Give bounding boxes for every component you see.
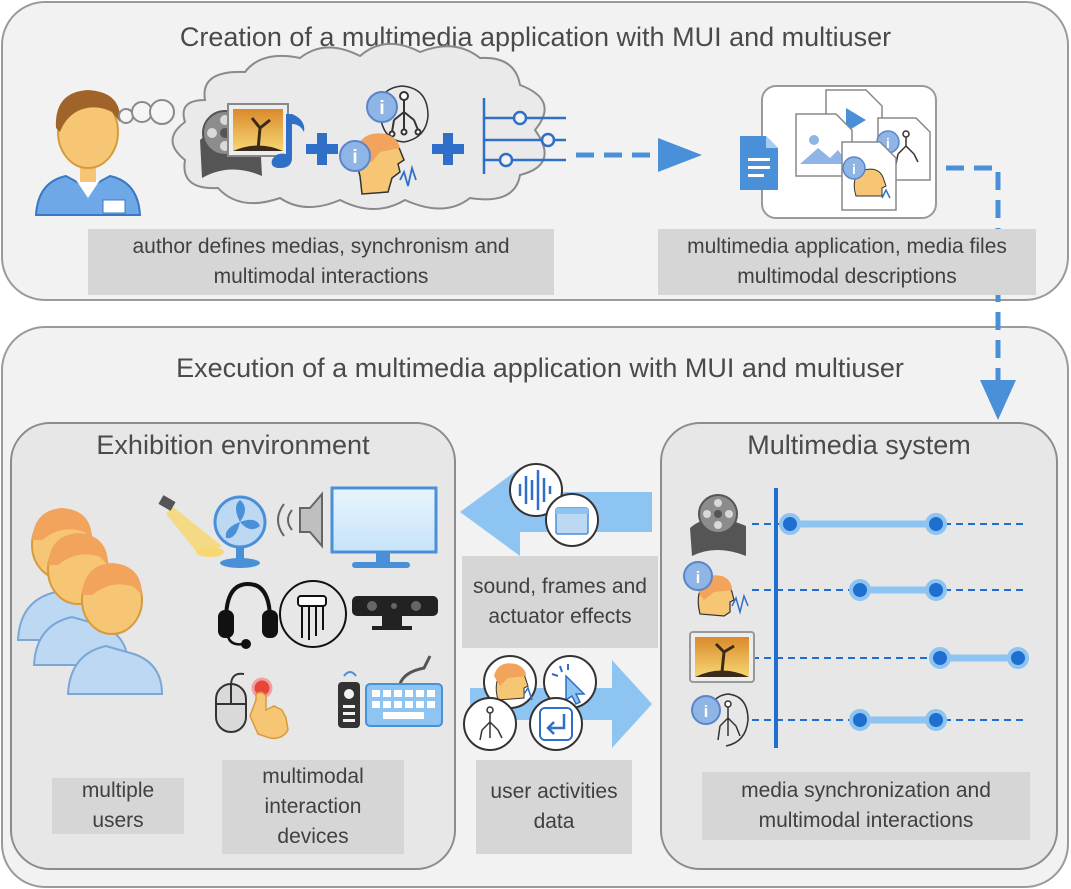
fan-icon — [213, 495, 267, 568]
image-icon — [227, 103, 289, 157]
execution-title: Execution of a multimedia application wi… — [176, 353, 904, 383]
creation-title: Creation of a multimedia application wit… — [179, 22, 892, 52]
thought-cloud — [171, 42, 546, 210]
plus-icon — [432, 133, 464, 165]
music-note-icon — [271, 114, 305, 168]
svg-text:i: i — [704, 702, 709, 721]
timeline-icon — [482, 98, 566, 174]
head-profile-icon: i — [683, 561, 749, 617]
info-badge-icon: i — [339, 140, 371, 172]
exhibition-title: Exhibition environment — [96, 430, 370, 460]
sync-track-video — [752, 513, 1024, 535]
author-caption: author defines medias, synchronism and m… — [88, 229, 554, 295]
sync-track-interaction — [752, 709, 1024, 731]
devices-caption: multimodal interaction devices — [222, 760, 404, 854]
deploy-arrow-head — [980, 380, 1016, 420]
svg-text:i: i — [852, 161, 856, 177]
multimodal-tree-icon — [379, 85, 429, 143]
frames-icon — [545, 493, 599, 547]
monitor-icon — [330, 486, 438, 568]
output-caption: sound, frames and actuator effects — [462, 556, 658, 648]
kinect-sensor-icon — [352, 596, 438, 630]
image-file-icon — [795, 113, 853, 177]
info-badge-icon: i — [366, 91, 398, 123]
svg-text:i: i — [886, 135, 890, 151]
thought-bubbles — [118, 99, 175, 125]
deploy-arrow — [946, 165, 1001, 382]
touch-hand-icon — [249, 677, 289, 740]
svg-text:i: i — [352, 147, 357, 168]
keyboard-icon — [365, 655, 443, 727]
remote-control-icon — [338, 671, 360, 728]
document-icon — [740, 136, 778, 190]
svg-text:i: i — [696, 568, 701, 587]
image-icon — [689, 631, 755, 683]
system-caption: media synchronization and multimodal int… — [702, 772, 1030, 840]
input-caption: user activities data — [476, 760, 632, 854]
creation-arrow-head — [658, 138, 702, 172]
sound-wave-icon — [509, 463, 563, 517]
author-icon — [34, 90, 142, 216]
app-files-caption: multimedia application, media files mult… — [658, 229, 1036, 295]
head-file-icon: i — [841, 141, 897, 211]
headset-icon — [218, 581, 278, 649]
svg-text:i: i — [379, 98, 384, 119]
multimodal-tree-icon — [463, 697, 517, 751]
sync-track-image — [752, 647, 1029, 669]
spotlight-icon — [158, 495, 224, 557]
head-profile-icon — [483, 655, 537, 709]
multimodal-tree-icon: i — [691, 693, 749, 747]
film-reel-icon — [690, 494, 746, 556]
gesture-sensor-icon — [279, 580, 347, 648]
speaker-icon — [277, 491, 323, 549]
users-group-icon — [16, 508, 164, 695]
mouse-icon — [215, 672, 247, 733]
cursor-click-icon — [543, 655, 597, 709]
multiple-users-caption: multiple users — [52, 778, 184, 834]
enter-key-icon — [529, 697, 583, 751]
sync-track-gesture — [752, 579, 1024, 601]
plus-icon — [306, 133, 338, 165]
multimedia-system-title: Multimedia system — [747, 430, 971, 460]
